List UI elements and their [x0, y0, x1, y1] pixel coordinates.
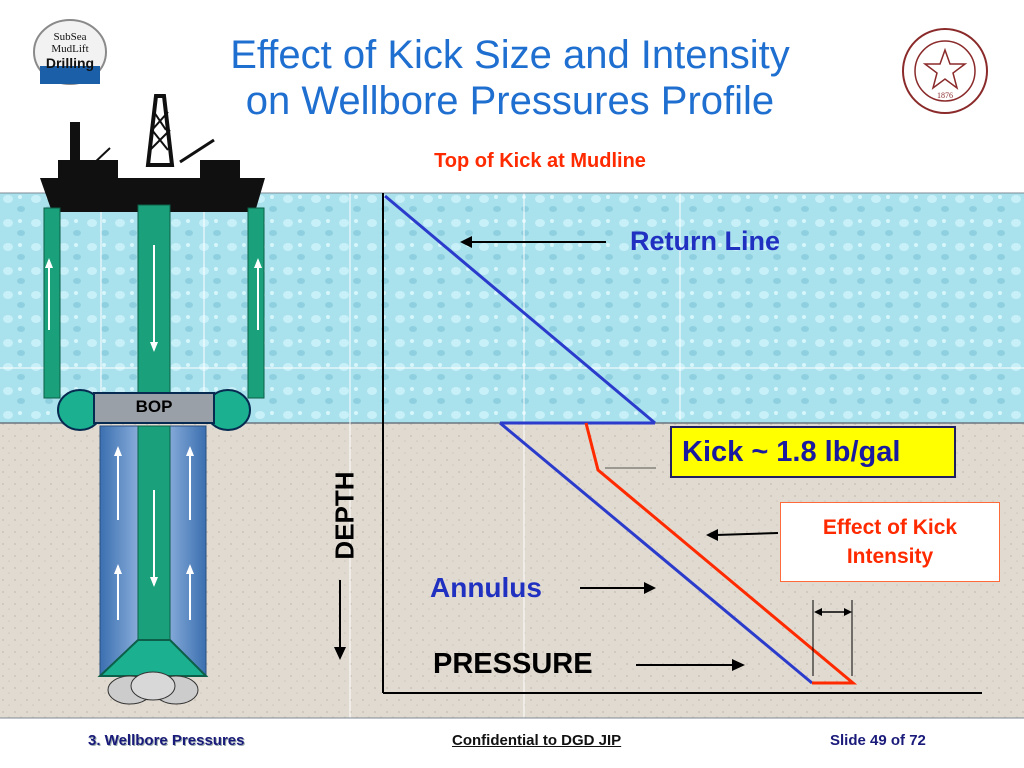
bop-label: BOP: [135, 397, 173, 416]
slide-title: Effect of Kick Size and Intensity on Wel…: [180, 32, 840, 124]
kick-size-box: Kick ~ 1.8 lb/gal: [670, 426, 956, 478]
annotation-arrows: [334, 236, 853, 676]
annulus-profile: [499, 421, 813, 685]
return-riser-right: [247, 207, 265, 399]
title-line-1: Effect of Kick Size and Intensity: [230, 33, 790, 77]
svg-text:Drilling: Drilling: [46, 55, 94, 71]
kick-profile: [584, 422, 858, 685]
kick-intensity-line-1: Effect of Kick: [822, 516, 958, 539]
footer-slide-number: Slide 49 of 72: [830, 732, 926, 749]
return-line-profile: [384, 194, 656, 425]
grid-lines: [0, 193, 1024, 718]
drillship-icon: [40, 94, 265, 212]
kick-intensity-box: Effect of Kick Intensity: [780, 502, 1000, 582]
svg-text:1876: 1876: [937, 91, 953, 100]
slide-subtitle: Top of Kick at Mudline: [434, 150, 646, 172]
return-riser-left: [43, 207, 61, 399]
svg-text:SubSea: SubSea: [54, 31, 87, 43]
drill-bit-icon: [97, 639, 209, 705]
bop-icon: [57, 389, 251, 431]
kick-intensity-line-2: Intensity: [846, 545, 934, 568]
footer-confidential: Confidential to DGD JIP: [452, 732, 622, 749]
title-line-2: on Wellbore Pressures Profile: [245, 79, 775, 123]
university-seal-logo: 1876: [902, 28, 988, 114]
depth-axis-label: DEPTH: [329, 471, 360, 560]
svg-text:MudLift: MudLift: [51, 43, 88, 55]
annulus-label: Annulus: [430, 572, 542, 603]
subsea-mudlift-drilling-logo: SubSea MudLift Drilling: [33, 19, 107, 85]
footer-section: 3. Wellbore Pressures: [88, 732, 245, 749]
pressure-axis-label: PRESSURE: [433, 648, 593, 680]
sea-region: [0, 193, 1024, 423]
return-line-label: Return Line: [630, 226, 781, 256]
